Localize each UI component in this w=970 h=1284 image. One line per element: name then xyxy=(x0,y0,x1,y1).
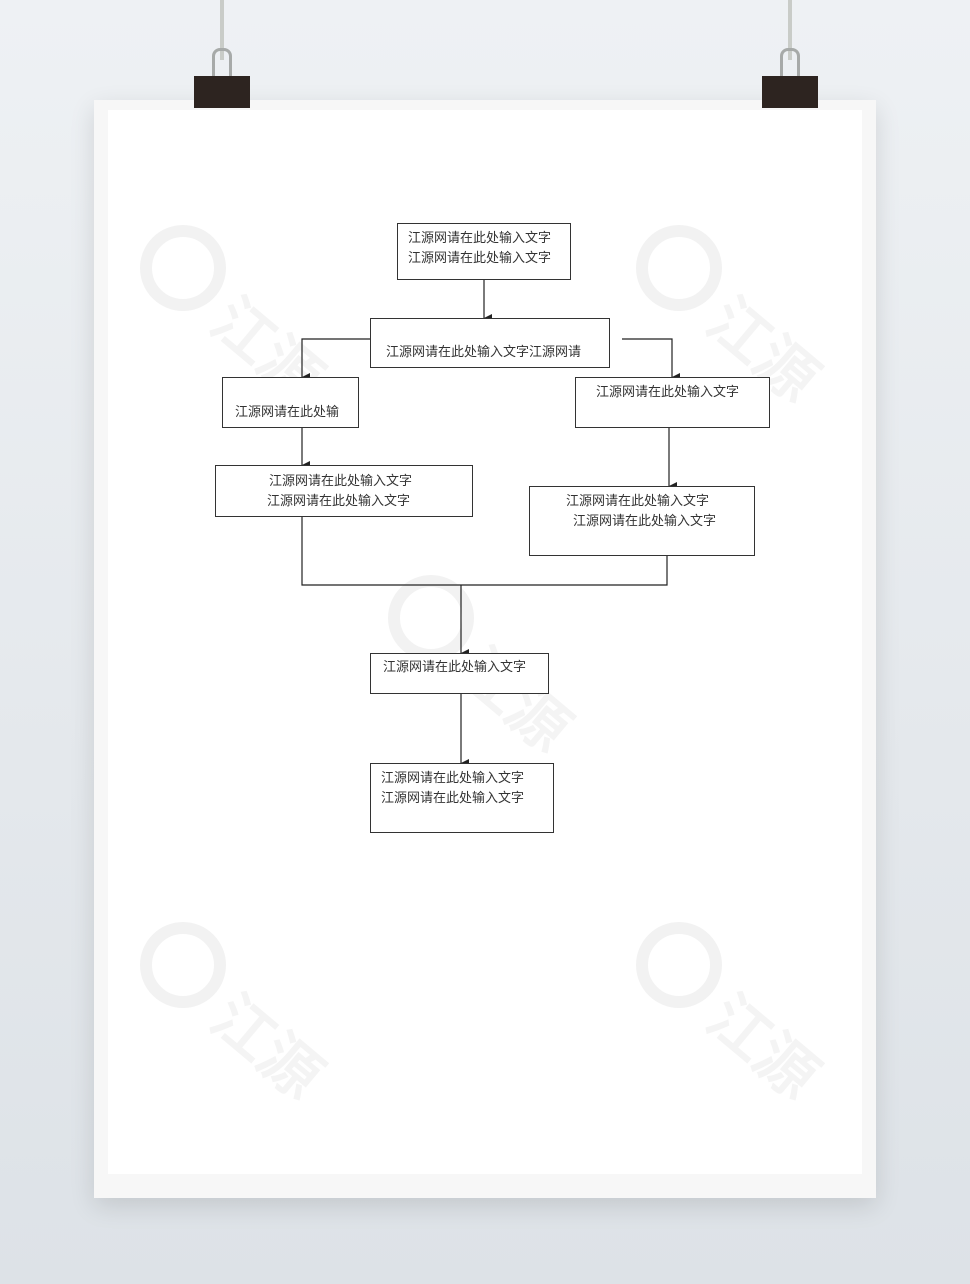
merge-line xyxy=(301,517,668,586)
flow-node: 江源网请在此处输入文字 江源网请在此处输入文字 xyxy=(215,465,473,517)
node-text: 江源网请在此处输入文字 xyxy=(267,494,411,509)
node-text: 江源网请在此处输入文字 xyxy=(269,474,413,489)
flow-node: 江源网请在此处输入文字 江源网请在此处输入文字 xyxy=(397,223,571,280)
binder-clip-wire-left xyxy=(212,48,232,81)
node-text: 江源网请在此处输入文字 xyxy=(573,514,717,529)
watermark: 江源 xyxy=(140,225,350,435)
node-text: 江源网请在此处输 xyxy=(235,405,340,420)
node-text: 江源网请在此处输入文字 xyxy=(408,251,552,266)
node-text: 江源网请在此处输入文字 xyxy=(408,231,552,246)
hanging-string-right xyxy=(788,0,792,60)
watermark: 江源 xyxy=(636,922,846,1132)
node-text: 江源网请在此处输入文字江源网请 xyxy=(386,345,582,360)
binder-clip-left xyxy=(194,76,250,108)
flow-node: 江源网请在此处输入文字 xyxy=(370,653,549,694)
node-text: 江源网请在此处输入文字 xyxy=(566,494,710,509)
binder-clip-wire-right xyxy=(780,48,800,81)
watermark: 江源 xyxy=(140,922,350,1132)
arrow-n2-n4 xyxy=(622,338,680,381)
node-text: 江源网请在此处输入文字 xyxy=(596,385,740,400)
watermark: 江源 xyxy=(636,225,846,435)
hanging-string-left xyxy=(220,0,224,60)
flow-node: 江源网请在此处输入文字江源网请 xyxy=(370,318,610,368)
flow-node: 江源网请在此处输入文字 江源网请在此处输入文字 xyxy=(370,763,554,833)
poster-canvas xyxy=(108,110,862,1174)
node-text: 江源网请在此处输入文字 xyxy=(381,771,525,786)
flow-node: 江源网请在此处输入文字 xyxy=(575,377,770,428)
flow-node: 江源网请在此处输入文字 江源网请在此处输入文字 xyxy=(529,486,755,556)
arrow-n2-n3 xyxy=(301,338,370,381)
node-text: 江源网请在此处输入文字 xyxy=(381,791,525,806)
binder-clip-right xyxy=(762,76,818,108)
flow-node: 江源网请在此处输 xyxy=(222,377,359,428)
node-text: 江源网请在此处输入文字 xyxy=(383,660,527,675)
